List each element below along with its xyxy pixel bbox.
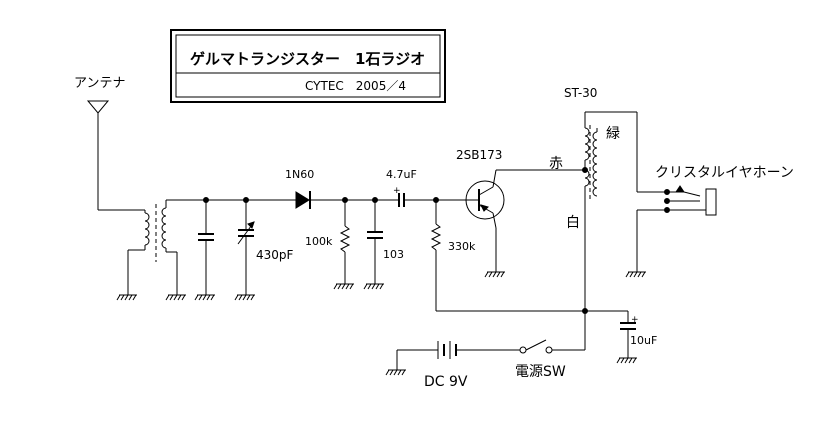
- earphone-jack: [636, 185, 717, 272]
- credit-text: CYTEC 2005／4: [305, 79, 406, 93]
- junction-dots: [203, 167, 588, 314]
- tuning-capacitor-fixed: [198, 200, 214, 295]
- transistor-symbol: [465, 169, 585, 272]
- resistor-330k: [430, 200, 585, 312]
- switch-label: 電源SW: [515, 364, 566, 380]
- antenna-coil-secondary: [161, 199, 178, 295]
- antenna-symbol: [86, 100, 145, 211]
- earphone-label: クリスタルイヤホーン: [655, 165, 794, 181]
- ground-icon: [234, 294, 255, 301]
- ground-icon: [616, 357, 637, 364]
- ground-icon: [363, 283, 384, 290]
- transformer-label: ST-30: [564, 86, 597, 100]
- ground-icon: [385, 369, 406, 376]
- resistor-100k: [339, 200, 351, 284]
- ground-icon: [194, 294, 215, 301]
- bypass-cap-label: 10uF: [630, 334, 657, 347]
- ground-icon: [165, 294, 186, 301]
- antenna-label: アンテナ: [74, 76, 125, 91]
- power-switch: [519, 311, 586, 354]
- capacitor-103: [367, 200, 383, 284]
- wire-green-label: 緑: [606, 126, 620, 142]
- ground-symbols: [116, 271, 646, 376]
- svg-text:+: +: [393, 186, 401, 196]
- capacitor-103-label: 103: [383, 248, 404, 261]
- ground-icon: [333, 283, 354, 290]
- wire-red-label: 赤: [549, 156, 563, 172]
- diode-symbol: [295, 191, 392, 209]
- svg-text:+: +: [631, 315, 639, 325]
- battery-symbol: [396, 341, 520, 370]
- transistor-label: 2SB173: [456, 148, 502, 162]
- coupling-capacitor: +: [392, 186, 470, 207]
- title-text: ゲルマトランジスター 1石ラジオ: [190, 50, 425, 68]
- title-box: ゲルマトランジスター 1石ラジオ CYTEC 2005／4: [170, 29, 446, 103]
- variable-cap-label: 430pF: [256, 248, 294, 262]
- ground-icon: [484, 271, 505, 278]
- bypass-capacitor: +: [585, 310, 639, 358]
- diode-label: 1N60: [285, 168, 314, 181]
- variable-capacitor: [237, 200, 255, 295]
- coupling-cap-label: 4.7uF: [386, 168, 417, 181]
- resistor-330k-label: 330k: [448, 240, 476, 253]
- battery-label: DC 9V: [424, 374, 468, 390]
- ground-icon: [116, 294, 137, 301]
- resistor-100k-label: 100k: [305, 235, 333, 248]
- ground-icon: [625, 271, 646, 278]
- output-transformer: [584, 111, 664, 311]
- antenna-coil-primary: [127, 210, 150, 295]
- wire-white-label: 白: [566, 215, 580, 231]
